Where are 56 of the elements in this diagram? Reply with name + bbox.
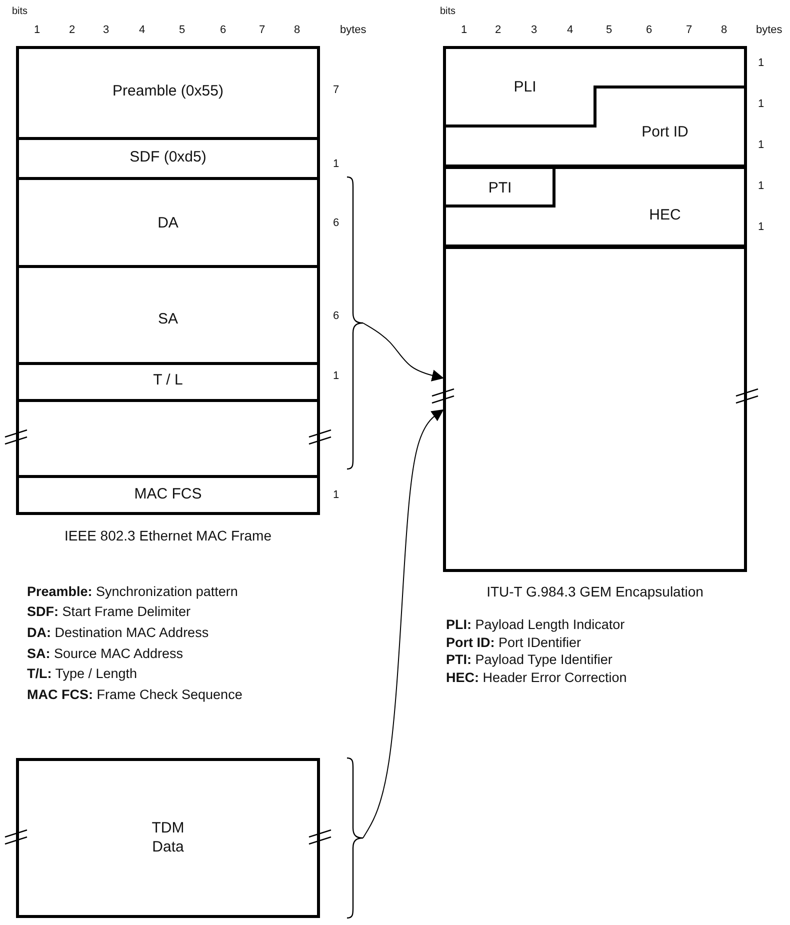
frame-caption: ITU-T G.984.3 GEM Encapsulation (486, 583, 704, 601)
field-label: DA (158, 214, 178, 234)
bit-number: 2 (69, 24, 76, 36)
abbreviation-definition: PTI: Payload Type Identifier (446, 652, 612, 667)
bit-number: 6 (220, 24, 226, 36)
field-label: PLI (514, 78, 536, 98)
arrow (362, 322, 444, 382)
field-label: T / L (153, 372, 183, 390)
frame-caption: IEEE 802.3 Ethernet MAC Frame (64, 527, 272, 545)
abbreviation-definition: DA: Destination MAC Address (27, 625, 209, 640)
field-label: MAC FCS (134, 486, 202, 504)
byte-count: 7 (333, 84, 340, 96)
byte-count: 6 (333, 310, 340, 322)
bit-number: 5 (179, 24, 186, 36)
arrow (362, 409, 444, 838)
abbreviation-definition: MAC FCS: Frame Check Sequence (27, 687, 242, 702)
bit-number: 5 (606, 24, 612, 36)
abbreviation-definition: SA: Source MAC Address (27, 646, 184, 661)
bit-number: 4 (139, 24, 146, 36)
bit-number: 1 (461, 24, 468, 36)
bit-number: 3 (103, 24, 110, 36)
field-label: HEC (649, 206, 681, 226)
bytes-axis-label: bytes (340, 24, 366, 36)
bit-number: 6 (646, 24, 652, 36)
byte-count: 1 (758, 180, 764, 192)
byte-count: 6 (333, 217, 340, 229)
bit-number: 4 (567, 24, 574, 36)
byte-count: 1 (758, 221, 764, 233)
byte-count: 1 (758, 98, 764, 110)
byte-count: 1 (333, 158, 340, 170)
bit-number: 8 (294, 24, 300, 36)
byte-count: 1 (333, 370, 340, 382)
abbreviation-definition: PLI: Payload Length Indicator (446, 617, 625, 632)
bit-number: 1 (34, 24, 40, 36)
abbreviation-definition: HEC: Header Error Correction (446, 670, 627, 685)
byte-count: 1 (333, 489, 340, 501)
field-label: Preamble (0x55) (112, 82, 224, 102)
field-label: TDM Data (150, 819, 186, 857)
field-label: SA (158, 310, 178, 330)
field-label: Port ID (642, 124, 688, 142)
field-label: SDF (0xd5) (130, 148, 206, 168)
abbreviation-definition: SDF: Start Frame Delimiter (27, 604, 191, 619)
abbreviation-definition: Port ID: Port IDentifier (446, 635, 582, 650)
bits-axis-label: bits (12, 6, 28, 17)
bit-number: 7 (259, 24, 266, 36)
bit-number: 3 (531, 24, 538, 36)
bit-number: 8 (721, 24, 728, 36)
bit-number: 2 (495, 24, 502, 36)
bit-number: 7 (686, 24, 692, 36)
byte-count: 1 (758, 57, 764, 69)
abbreviation-definition: T/L: Type / Length (27, 666, 138, 681)
abbreviation-definition: Preamble: Synchronization pattern (27, 584, 238, 599)
bits-axis-label: bits (440, 6, 456, 17)
field-label: PTI (488, 180, 512, 198)
byte-count: 1 (758, 139, 764, 151)
bytes-axis-label: bytes (756, 24, 782, 36)
